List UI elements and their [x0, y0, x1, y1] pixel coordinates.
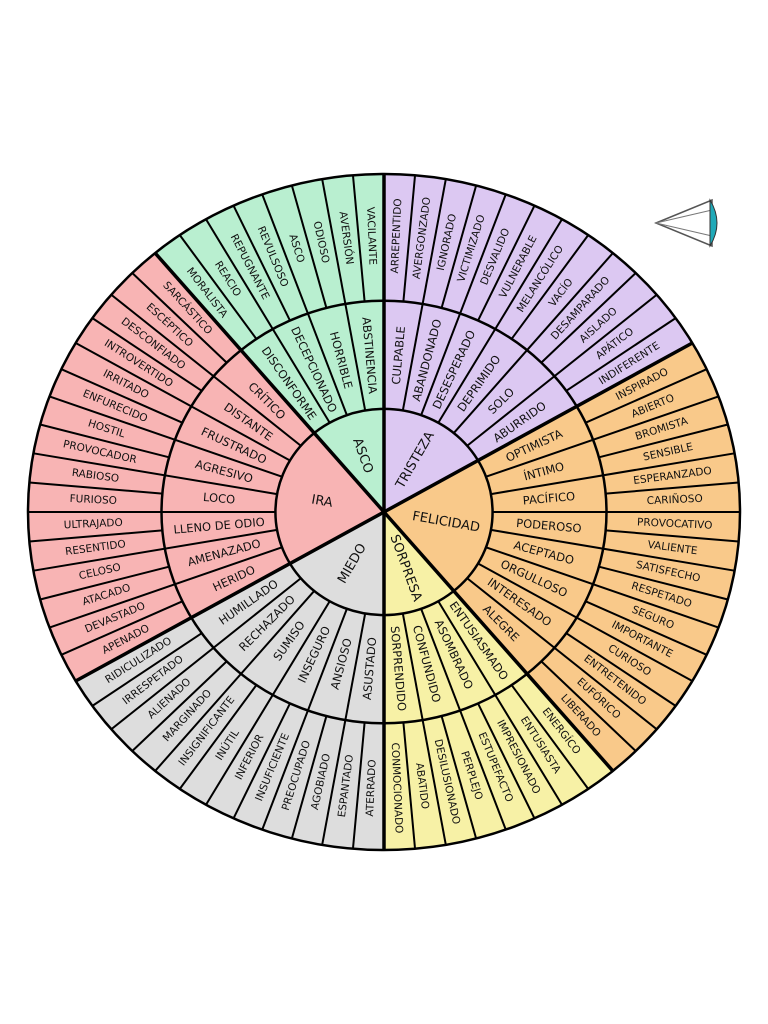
sector-sorpresa — [384, 512, 613, 850]
group-divider — [205, 218, 331, 424]
leaf-divider — [91, 632, 203, 707]
group-divider — [110, 577, 302, 731]
leaf-divider — [131, 660, 228, 752]
group-divider — [401, 613, 447, 846]
group-divider — [33, 452, 278, 496]
tertiary-label-vacilante: VACILANTE — [364, 207, 379, 266]
sector-felicidad — [384, 343, 740, 771]
leaf-divider — [39, 423, 170, 459]
group-divider — [437, 600, 563, 806]
leaf-divider — [477, 205, 536, 321]
leaf-divider — [605, 481, 739, 495]
leaf-divider — [39, 565, 170, 601]
leaf-divider — [598, 565, 729, 601]
direction-pointer-icon — [654, 198, 718, 248]
leaf-divider — [91, 317, 203, 392]
leaf-divider — [402, 175, 417, 302]
leaf-divider — [477, 703, 536, 819]
secondary-label-culpable: CULPABLE — [389, 326, 408, 385]
tertiary-label-carinoso: CARIÑOSO — [646, 492, 702, 507]
group-divider — [75, 342, 291, 462]
group-divider — [466, 577, 658, 731]
core-divider — [382, 510, 615, 773]
tertiary-label-aterrado: ATERRADO — [364, 759, 378, 817]
leaf-divider — [60, 368, 183, 424]
group-divider — [466, 293, 658, 447]
sector-miedo — [75, 512, 384, 850]
group-divider — [261, 194, 348, 416]
sector-asco — [155, 174, 384, 512]
leaf-divider — [605, 529, 739, 543]
sector-ira — [28, 253, 384, 681]
group-divider — [261, 608, 348, 830]
core-divider — [74, 510, 385, 683]
leaf-divider — [585, 600, 708, 656]
leaf-divider — [440, 185, 478, 309]
group-divider — [477, 562, 693, 682]
leaf-divider — [131, 272, 228, 364]
leaf-divider — [290, 715, 328, 839]
group-divider — [420, 194, 507, 416]
leaf-divider — [585, 368, 708, 424]
leaf-divider — [565, 317, 677, 392]
leaf-divider — [179, 234, 258, 340]
group-divider — [420, 608, 507, 830]
group-divider — [485, 395, 719, 478]
group-divider — [205, 600, 331, 806]
wheel-sectors — [28, 174, 740, 850]
leaf-divider — [351, 175, 366, 302]
leaf-divider — [565, 632, 677, 707]
group-divider — [321, 178, 367, 411]
tertiary-label-ultrajado: ULTRAJADO — [64, 517, 123, 532]
leaf-divider — [290, 185, 328, 309]
leaf-divider — [351, 722, 366, 849]
tertiary-label-conmocionado: CONMOCIONADO — [389, 742, 405, 833]
group-divider — [453, 252, 614, 434]
group-divider — [110, 293, 302, 447]
secondary-label-loco: LOCO — [202, 490, 235, 507]
leaf-divider — [29, 481, 163, 495]
leaf-divider — [232, 703, 291, 819]
core-divider — [383, 341, 694, 514]
tertiary-label-furioso: FURIOSO — [69, 493, 117, 507]
secondary-label-pacifico: PACÍFICO — [522, 488, 575, 508]
leaf-divider — [402, 722, 417, 849]
leaf-divider — [510, 234, 589, 340]
tertiary-label-arrepentido: ARREPENTIDO — [389, 198, 404, 274]
sector-tristeza — [384, 174, 693, 512]
wheel-separators — [28, 174, 740, 850]
secondary-label-asustado: ASUSTADO — [360, 637, 379, 701]
leaf-divider — [440, 715, 478, 839]
group-divider — [490, 452, 735, 496]
group-divider — [49, 395, 283, 478]
leaf-divider — [510, 684, 589, 790]
leaf-divider — [29, 529, 163, 543]
leaf-divider — [60, 600, 183, 656]
group-divider — [437, 218, 563, 424]
leaf-divider — [540, 660, 637, 752]
leaf-divider — [540, 272, 637, 364]
group-divider — [154, 590, 315, 772]
leaf-divider — [179, 684, 258, 790]
tertiary-label-provocativo: PROVOCATIVO — [637, 516, 713, 531]
secondary-label-poderoso: PODEROSO — [516, 516, 582, 536]
core-label-ira: IRA — [310, 492, 334, 510]
group-divider — [321, 613, 367, 846]
group-divider — [490, 528, 735, 572]
group-divider — [49, 546, 283, 629]
group-divider — [33, 528, 278, 572]
leaf-divider — [598, 423, 729, 459]
group-divider — [401, 178, 447, 411]
leaf-divider — [232, 205, 291, 321]
group-divider — [485, 546, 719, 629]
secondary-label-abstinencia: ABSTINENCIA — [359, 316, 380, 394]
core-divider — [153, 251, 386, 514]
